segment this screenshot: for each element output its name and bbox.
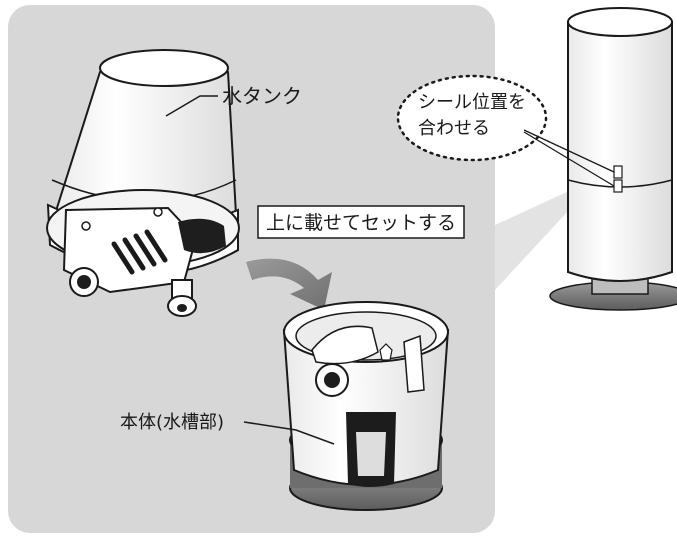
water-tank-leader xyxy=(165,95,218,117)
water-tank-illustration xyxy=(46,49,240,317)
seal-callout-line1: シール位置を xyxy=(418,92,526,113)
seal-callout-leader-bottom xyxy=(523,131,615,187)
place-on-top-box xyxy=(257,205,465,239)
main-body-leader xyxy=(243,421,335,445)
seal-callout-bubble xyxy=(396,74,548,162)
zoom-wedge xyxy=(495,185,582,290)
main-body-label: 本体(水槽部) xyxy=(120,412,224,433)
main-body-illustration xyxy=(282,301,450,511)
place-on-top-label: 上に載せてセットする xyxy=(266,212,456,234)
seal-callout-leader-top xyxy=(523,129,615,173)
seal-callout-line2: 合わせる xyxy=(418,118,490,139)
water-tank-label: 水タンク xyxy=(222,84,302,108)
placement-arrow xyxy=(246,258,332,310)
assembled-humidifier-illustration xyxy=(549,7,677,311)
